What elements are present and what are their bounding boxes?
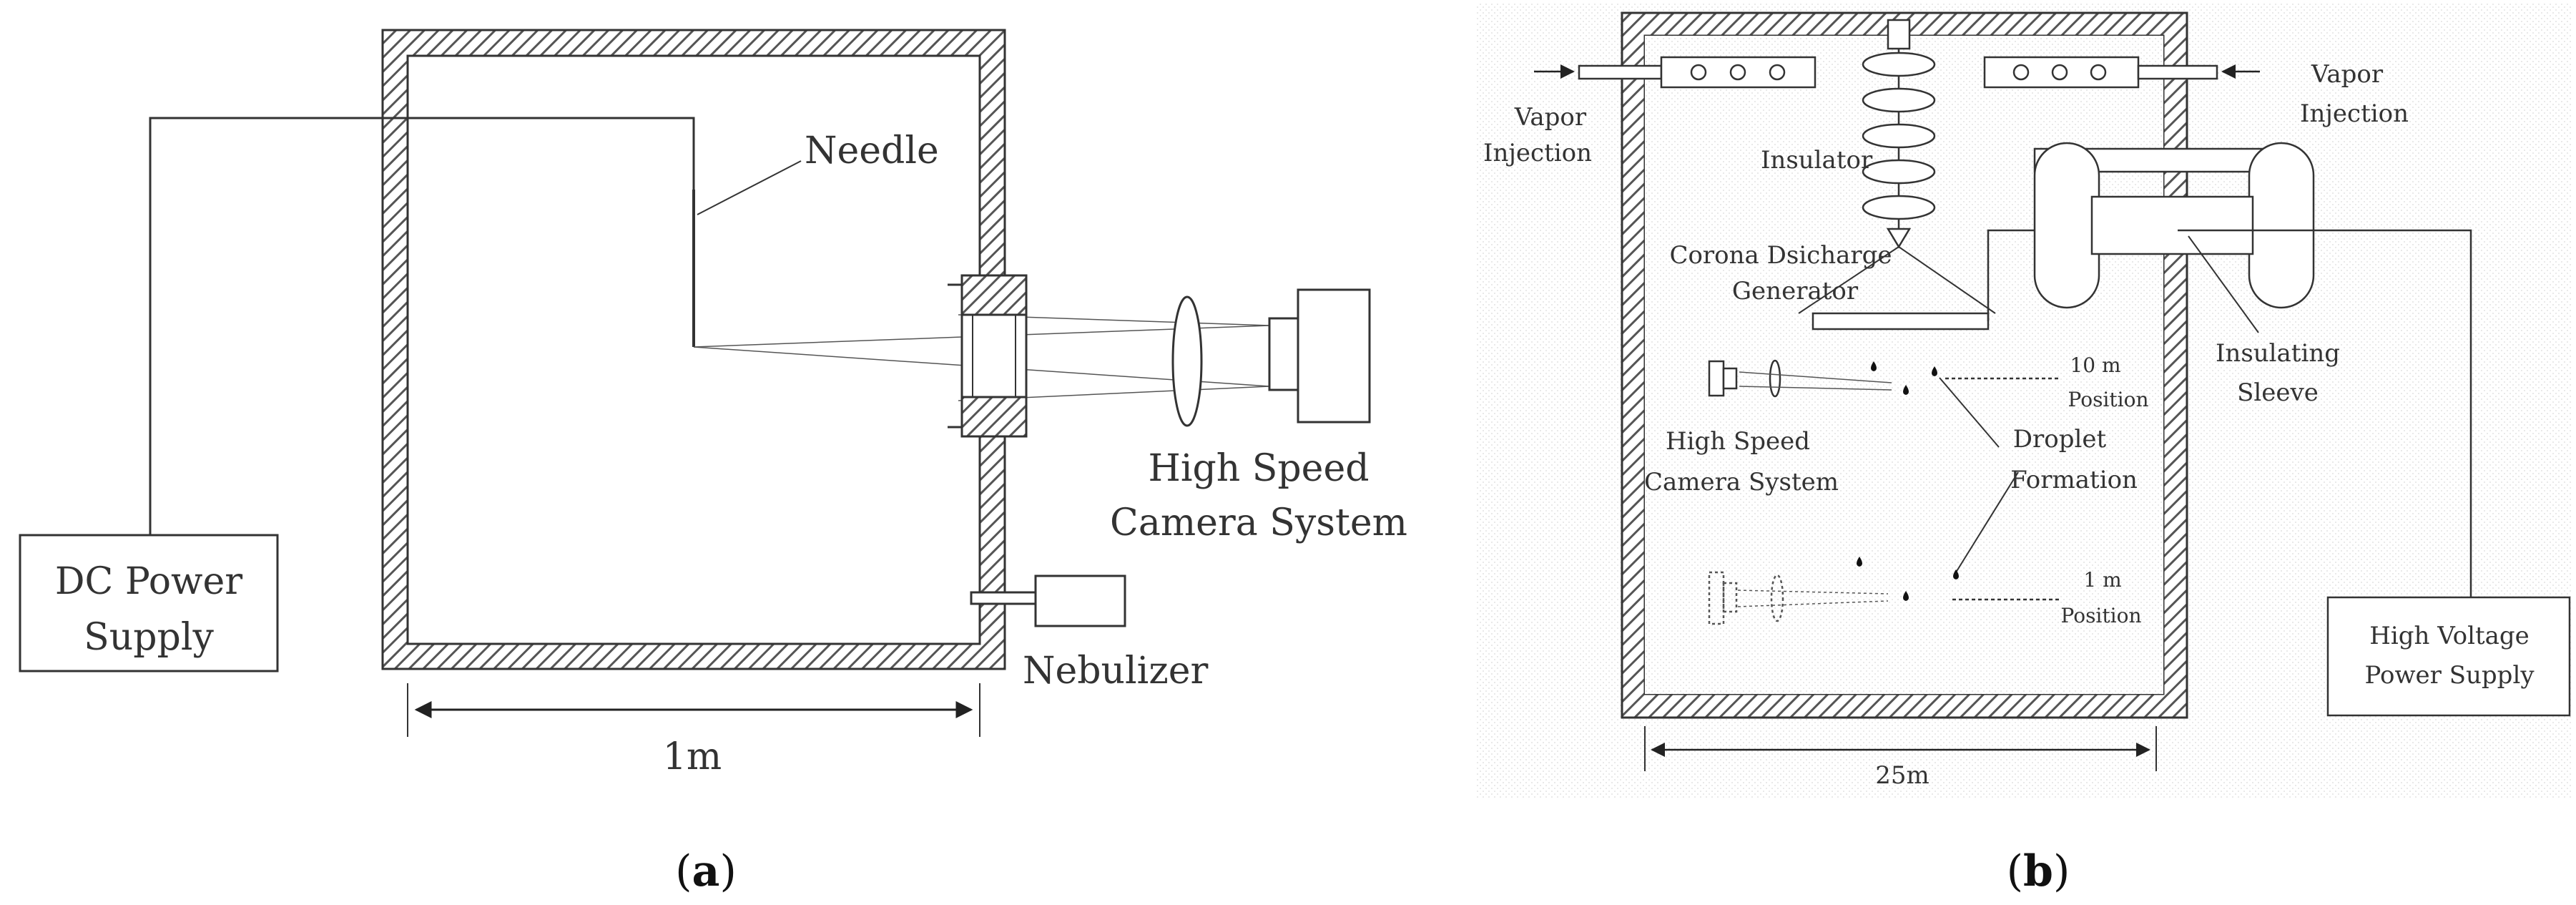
- droplet-label-2: Formation: [2010, 466, 2138, 494]
- dc-power-label-2: Supply: [84, 616, 214, 659]
- dimension-label-a: 1m: [663, 735, 722, 778]
- dc-power-supply-box: [19, 534, 279, 672]
- droplets-10m: [1871, 361, 1937, 395]
- dimension-label-b: 25m: [1875, 761, 1929, 790]
- caption-b: (b): [2007, 846, 2070, 896]
- vapor-left-label-1: Vapor: [1514, 103, 1587, 132]
- panel-b: Vapor Injection Vapor Injection Insulato…: [1477, 4, 2571, 798]
- camera-label-a-2: Camera System: [1110, 502, 1407, 544]
- chamber-a: [381, 29, 1006, 670]
- hv-label-1: High Voltage: [2369, 622, 2530, 650]
- nebulizer-label: Nebulizer: [1023, 650, 1208, 693]
- hv-wire: [2178, 229, 2472, 597]
- needle-label: Needle: [805, 129, 939, 172]
- pos1-label-2: Position: [2061, 604, 2142, 627]
- corona-generator: [1798, 229, 2178, 331]
- dimension-a: [407, 683, 980, 737]
- vapor-injector-right: [1983, 56, 2260, 89]
- vapor-right-label-2: Injection: [2300, 99, 2409, 128]
- pos10-label-2: Position: [2068, 388, 2149, 411]
- hv-power-supply-box: [2326, 596, 2571, 717]
- insulating-leader: [2188, 235, 2259, 333]
- camera-label-a-1: High Speed: [1148, 447, 1369, 490]
- nebulizer: [970, 574, 1126, 627]
- camera-b-1m: [1708, 571, 1889, 625]
- panel-a: DC Power Supply Needle: [19, 29, 1407, 778]
- pos1-label-1: 1 m: [2083, 568, 2121, 592]
- insulating-label-2: Sleeve: [2237, 378, 2319, 407]
- corona-label-1: Corona Dsicharge: [1669, 241, 1892, 270]
- pos10-label-1: 10 m: [2070, 353, 2120, 377]
- vapor-injector-left: [1534, 56, 1817, 89]
- insulating-sleeve: [2033, 142, 2315, 309]
- camera-b-10m: [1708, 359, 1892, 398]
- camera-b-label-1: High Speed: [1666, 427, 1810, 456]
- dc-power-label-1: DC Power: [55, 560, 242, 603]
- dimension-b: [1644, 726, 2157, 771]
- vapor-right-label-1: Vapor: [2311, 60, 2384, 89]
- caption-a-letter: a: [692, 846, 720, 896]
- droplet-leader-top: [1939, 377, 2000, 448]
- caption-a: (a): [675, 846, 737, 896]
- caption-b-letter: b: [2023, 846, 2053, 896]
- droplet-label-1: Droplet: [2013, 425, 2107, 454]
- needle-leader: [697, 160, 802, 215]
- vapor-left-label-2: Injection: [1483, 139, 1592, 167]
- insulating-label-1: Insulating: [2216, 339, 2340, 368]
- droplets-1m: [1857, 557, 1959, 601]
- camera-b-label-2: Camera System: [1644, 468, 1839, 496]
- insulator: [1862, 19, 1936, 249]
- corona-label-2: Generator: [1732, 277, 1859, 305]
- hv-label-2: Power Supply: [2364, 661, 2535, 690]
- camera-a: [1268, 288, 1371, 424]
- viewing-window: [948, 274, 1028, 438]
- power-wire: [149, 117, 695, 535]
- lens-a: [1171, 295, 1203, 427]
- droplet-leader-bottom: [1955, 471, 2019, 573]
- insulator-label: Insulator: [1761, 146, 1873, 175]
